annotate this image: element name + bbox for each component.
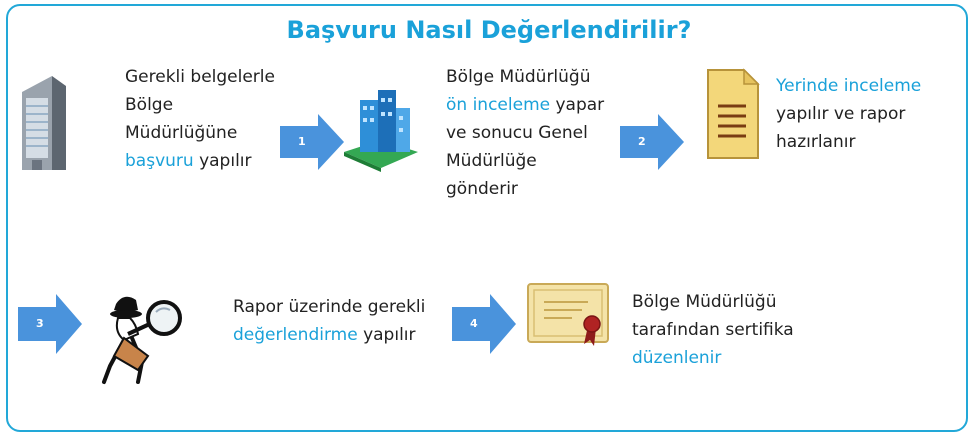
step-3-text: Yerinde inceleme yapılır ve rapor hazırl… bbox=[776, 76, 922, 152]
building-icon bbox=[18, 62, 70, 178]
step-4-text: Rapor üzerinde gerekli değerlendirme yap… bbox=[233, 297, 426, 345]
step-arrow-1: 1 bbox=[280, 114, 344, 174]
certificate-icon bbox=[526, 282, 610, 352]
step-5-text: Bölge Müdürlüğü tarafından sertifika düz… bbox=[632, 292, 794, 368]
page-title: Başvuru Nasıl Değerlendirilir? bbox=[286, 16, 692, 44]
step-1-text: Gerekli belgelerle Bölge Müdürlüğüne baş… bbox=[125, 67, 275, 171]
step-arrow-4: 4 bbox=[452, 294, 516, 358]
step-arrow-2: 2 bbox=[620, 114, 684, 174]
diagram-frame bbox=[6, 4, 968, 432]
document-icon bbox=[706, 68, 760, 164]
detective-magnifier-icon bbox=[88, 290, 188, 390]
step-2-text: Bölge Müdürlüğü ön inceleme yapar ve son… bbox=[446, 67, 605, 199]
globe-building-icon bbox=[338, 86, 424, 176]
step-arrow-3: 3 bbox=[18, 294, 82, 358]
